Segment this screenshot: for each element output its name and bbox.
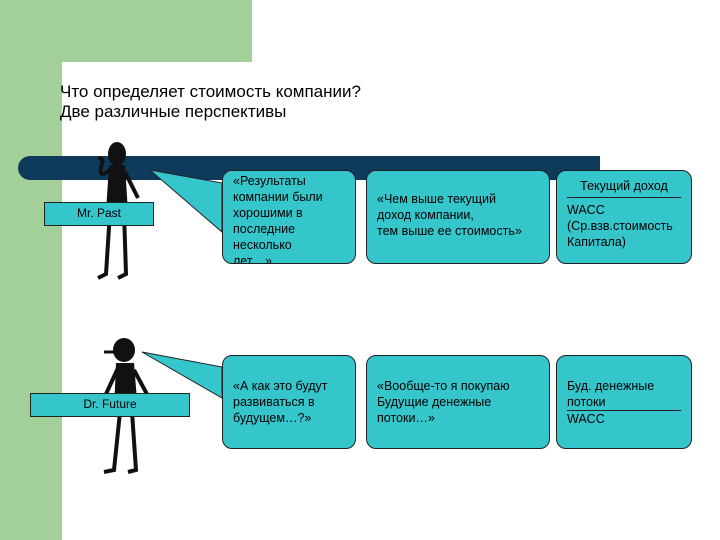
row1-box1-line: последние xyxy=(233,222,296,236)
row1-box3-denominator: WACC xyxy=(567,203,605,217)
fraction-rule xyxy=(567,197,681,198)
row2-box3-numerator: потоки xyxy=(567,395,606,409)
row1-box3-numerator: Текущий доход xyxy=(580,179,668,193)
green-background-left xyxy=(0,0,62,540)
row2-box3-denominator: WACC xyxy=(567,412,605,426)
row1-box2-line: «Чем выше текущий xyxy=(377,192,497,206)
row1-formula-box: Текущий доход WACC (Ср.взв.стоимость Кап… xyxy=(556,170,692,264)
row2-box1-line: будущем…?» xyxy=(233,411,312,425)
row1-value-quote-box: «Чем выше текущий доход компании, тем вы… xyxy=(366,170,550,264)
row1-box2-line: тем выше ее стоимость» xyxy=(377,224,522,238)
mr-past-figure-icon xyxy=(97,142,140,280)
row2-box2-line: «Вообще-то я покупаю xyxy=(377,379,510,393)
row2-box2-line: потоки…» xyxy=(377,411,435,425)
row2-box2-line: Будущие денежные xyxy=(377,395,492,409)
row1-box3-denominator: Капитала) xyxy=(567,235,626,249)
row1-box1-line: хорошими в xyxy=(233,206,303,220)
row1-box3-denominator: (Ср.взв.стоимость xyxy=(567,219,673,233)
row1-box1-line: «Результаты xyxy=(233,174,306,188)
row2-future-quote-box: «А как это будут развиваться в будущем…?… xyxy=(222,355,356,449)
row2-box3-numerator: Буд. денежные xyxy=(567,379,655,393)
row1-box1-line: несколько xyxy=(233,238,292,252)
row1-box1-line: лет…» xyxy=(233,254,273,264)
fraction-rule xyxy=(567,410,681,411)
row1-box1-line: компании были xyxy=(233,190,323,204)
row2-box1-line: «А как это будут xyxy=(233,379,328,393)
mr-past-label: Mr. Past xyxy=(44,202,154,226)
row1-past-quote-box: «Результаты компании были хорошими в пос… xyxy=(222,170,356,264)
row1-box2-line: доход компании, xyxy=(377,208,474,222)
title-line-1: Что определяет стоимость компании? xyxy=(60,82,361,101)
slide-title: Что определяет стоимость компании? Две р… xyxy=(60,82,361,122)
row2-box1-line: развиваться в xyxy=(233,395,315,409)
row2-cashflow-quote-box: «Вообще-то я покупаю Будущие денежные по… xyxy=(366,355,550,449)
row2-formula-box: Буд. денежные потоки WACC xyxy=(556,355,692,449)
dr-future-label: Dr. Future xyxy=(30,393,190,417)
title-line-2: Две различные перспективы xyxy=(60,102,287,121)
